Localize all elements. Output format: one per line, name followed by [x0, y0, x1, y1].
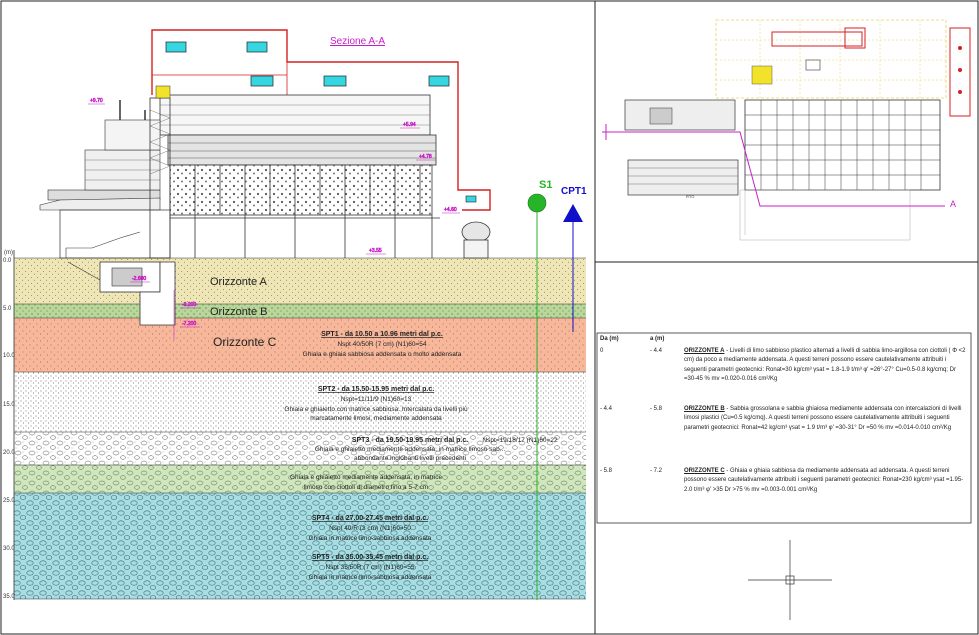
- horizon-b-label: Orizzonte B: [210, 306, 267, 318]
- layer-gravel-dense: [14, 493, 586, 599]
- spt5-desc: Ghiaia in matrice limo-sabbiosa addensat…: [309, 574, 432, 581]
- level-mark: +4.60: [444, 207, 457, 213]
- spt1-title: SPT1 - da 10.50 a 10.96 metri dal p.c.: [321, 331, 443, 338]
- level-mark: +3.55: [369, 248, 382, 254]
- plan-label: RTO: [686, 194, 694, 199]
- horizon-name: ORIZZONTE A: [684, 348, 725, 354]
- depth-scale: (m) 0.0 5.0 10.0 15.0 20.0 25.0 30.0 35.…: [3, 250, 15, 600]
- layer-gravel-silty: [14, 432, 586, 465]
- horizon-c-label: Orizzonte C: [213, 335, 277, 349]
- level-mark: +4.78: [419, 154, 432, 160]
- notes-table: Da (m) a (m) 0 - 4.4 ORIZZONTE A - Livel…: [598, 333, 970, 523]
- notes-from: 0: [600, 348, 604, 354]
- spt3-desc2: abbondante inglobanti livelli precedenti: [354, 455, 466, 462]
- spt2-title: SPT2 - da 15.50-15.95 metri dal p.c.: [318, 386, 434, 393]
- horizon-name: ORIZZONTE B: [684, 406, 725, 412]
- notes-header-from: Da (m): [600, 336, 619, 342]
- spt4-title: SPT4 - da 27.00-27.45 metri dal p.c.: [312, 515, 428, 522]
- cpt1-label: CPT1: [561, 186, 587, 197]
- ucs-crosshair: [748, 540, 832, 620]
- horizon-desc: - Livelli di limo sabbioso plastico alte…: [684, 348, 966, 383]
- layer-horizon-c: [14, 318, 586, 372]
- notes-box: [596, 332, 972, 524]
- layer-gravel-cobbles: [14, 465, 586, 493]
- level-mark: -7.200: [182, 321, 196, 327]
- depth-tick: 10.0: [3, 353, 15, 359]
- gravel-layer-desc2: limoso con ciottoli di diametro fino a 5…: [304, 484, 429, 491]
- level-mark: -3.200: [182, 302, 196, 308]
- spt5-title: SPT5 - da 35.00-35.45 metri dal p.c.: [312, 554, 428, 561]
- spt3-desc: Ghiaia e ghiaietto mediamente addensata,…: [315, 446, 506, 453]
- layer-horizon-b: [14, 304, 586, 318]
- depth-unit: (m): [4, 250, 13, 256]
- plan-view: RTO A: [602, 19, 971, 241]
- horizon-desc: - Sabbia grossolana e sabbia ghiaiosa me…: [684, 406, 962, 431]
- depth-tick: 30.0: [3, 546, 15, 552]
- notes-to: - 7.2: [650, 468, 663, 474]
- level-mark: +5.94: [403, 122, 416, 128]
- borehole-s1-label: S1: [539, 179, 552, 191]
- spt5-nspt: Nspt 35/50R (7 cm) (N1)60=55: [325, 564, 414, 571]
- section-title: Sezione A-A: [330, 36, 385, 47]
- horizon-a-label: Orizzonte A: [210, 276, 268, 288]
- section-marker: A: [950, 199, 956, 209]
- level-mark: -2.600: [132, 276, 146, 282]
- gravel-layer-desc: Ghiaia e ghiaietto mediamente addensata,…: [290, 474, 443, 481]
- window: [428, 75, 450, 87]
- spt2-desc: Ghiaia e ghiaietto con matrice sabbiosa.…: [284, 406, 468, 413]
- spt3-nspt: Nspt=19/18/17 (N1)60=22: [482, 437, 558, 444]
- horizon-name: ORIZZONTE C: [684, 468, 725, 474]
- depth-tick: 15.0: [3, 402, 15, 408]
- notes-to: - 5.8: [650, 406, 663, 412]
- notes-from: - 5.8: [600, 468, 613, 474]
- notes-text: ORIZZONTE B - Sabbia grossolana e sabbia…: [684, 405, 966, 433]
- cpt1: CPT1: [561, 186, 587, 332]
- layer-gravel-sandy: [14, 372, 586, 432]
- depth-tick: 20.0: [3, 450, 15, 456]
- depth-tick: 25.0: [3, 498, 15, 504]
- spt2-nspt: Nspt=11/11/9 (N1)60=13: [341, 396, 412, 403]
- spt-annotations: SPT1 - da 10.50 a 10.96 metri dal p.c. N…: [284, 331, 558, 581]
- spt2-desc2: marcatamente limosi, mediamente addensat…: [310, 415, 442, 422]
- window: [165, 41, 187, 53]
- window: [323, 75, 347, 87]
- window: [246, 41, 268, 53]
- spt3-title: SPT3 - da 19.50-19.95 metri dal p.c.: [352, 437, 468, 444]
- spt1-desc: Ghiaia e ghiaia sabbiosa addensata o mol…: [303, 351, 462, 358]
- depth-tick: 35.0: [3, 594, 15, 600]
- building-section: +9.70 +5.94 +4.78 +4.60 +3.55 -2.600 -3.…: [39, 29, 491, 340]
- depth-tick: 0.0: [3, 258, 12, 264]
- soil-column: [13, 250, 586, 600]
- notes-text: ORIZZONTE C - Ghiaia e ghiaia sabbiosa d…: [684, 467, 966, 495]
- spt1-nspt: Nspt 40/50R (7 cm) (N1)60=54: [337, 341, 426, 348]
- depth-tick: 5.0: [3, 306, 12, 312]
- notes-from: - 4.4: [600, 406, 613, 412]
- spt4-nspt: Nspt 40/R (3 cm) (N1)60=50: [329, 525, 411, 532]
- spt4-desc: Ghiaia in matrice limo-sabbiosa addensat…: [309, 535, 432, 542]
- notes-header-to: a (m): [650, 336, 665, 342]
- window: [250, 75, 274, 87]
- notes-text: ORIZZONTE A - Livelli di limo sabbioso p…: [684, 347, 966, 385]
- horizon-desc: - Ghiaia e ghiaia sabbiosa da mediamente…: [684, 468, 964, 493]
- level-mark: +9.70: [90, 98, 103, 104]
- notes-to: - 4.4: [650, 348, 663, 354]
- borehole-s1: S1: [527, 179, 552, 600]
